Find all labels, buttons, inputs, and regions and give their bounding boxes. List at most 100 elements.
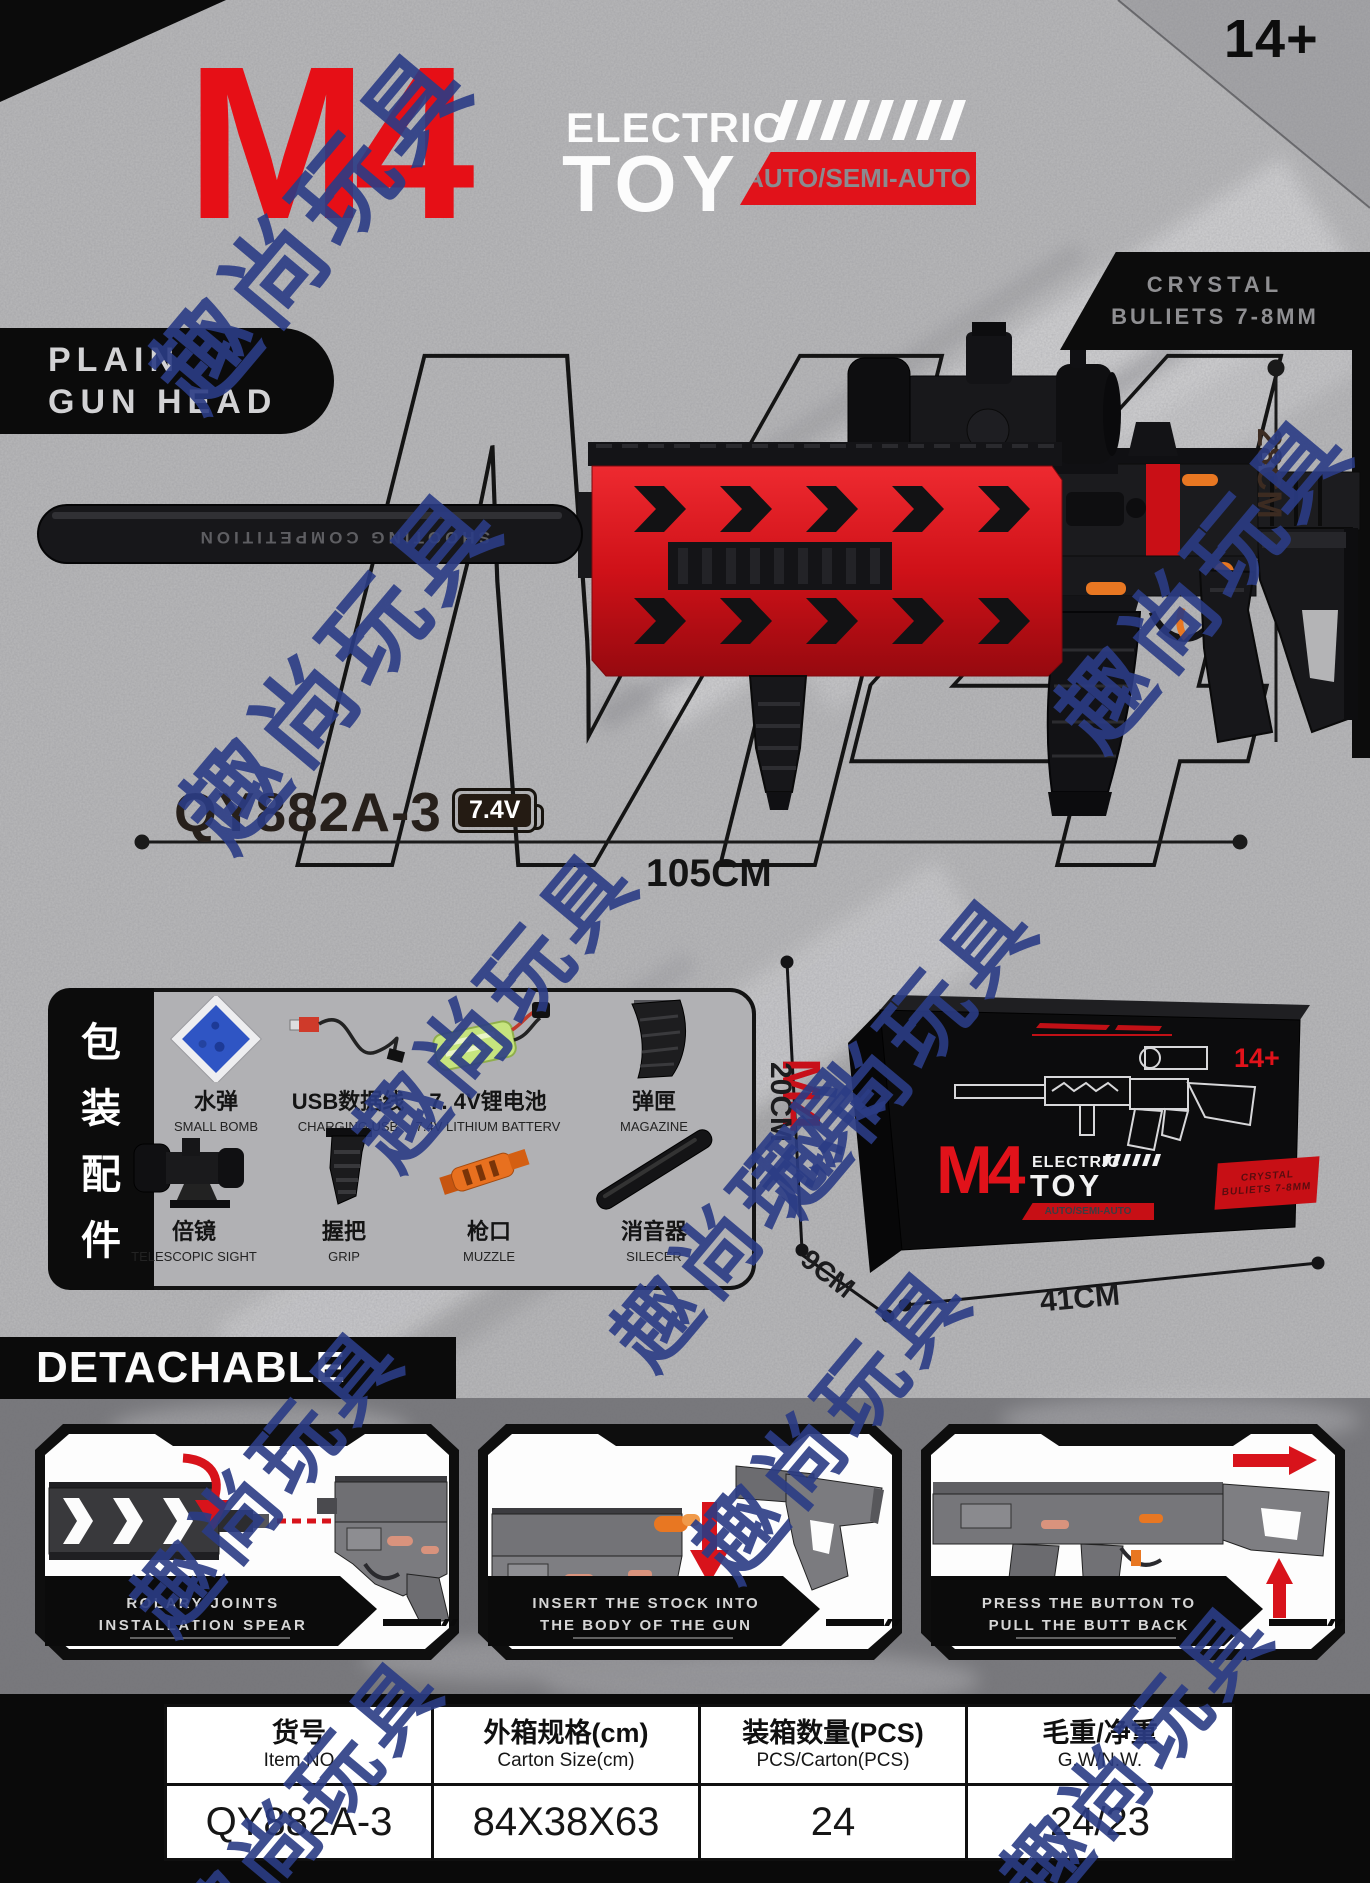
panel3-caption-line1: PRESS THE BUTTON TO [982,1595,1196,1612]
handguard-chevrons [634,486,1030,644]
accessory-telescopic-sight: 倍镜 TELESCOPIC SIGHT [118,1126,270,1264]
accessory-label-zh: 7. 4V锂电池 [429,1089,547,1114]
accessories-title: 包装配件 [81,1021,121,1263]
battery-badge: 7.4V [452,788,545,833]
auto-semi-auto-label: AUTO/SEMI-AUTO [745,163,971,193]
header-carton-size-en: Carton Size(cm) [497,1750,635,1771]
box-width-dimension: 41CM [1038,1278,1122,1319]
silencer-text: SHOOTING COMPETITION [197,528,490,547]
box-logo-m4: M4 [936,1132,1025,1208]
age-badge: 14+ [1224,9,1319,69]
box-logo-electric: ELECTRIC [1032,1154,1120,1171]
box-dimension-lines [780,955,1325,1323]
muzzle-icon [439,1149,530,1195]
accessory-label-en: MUZZLE [463,1249,515,1264]
box-top-red-marks [1032,1023,1172,1036]
header-gw-nw-en: G.W/N.W. [1057,1750,1143,1771]
grip-icon [326,1128,372,1205]
accessory-muzzle: 枪口 MUZZLE [413,1126,565,1264]
lithium-battery-icon [432,1002,550,1071]
accessory-label-en: SILECER [626,1249,682,1264]
accessory-label-en: SMALL BOMB [173,1119,259,1134]
accessory-grip: 握把 GRIP [268,1126,420,1264]
accessory-magazine: 弹匣 MAGAZINE [578,996,730,1134]
accessory-charging-usb: USB数据线 CHARGING USB [272,996,424,1134]
box-logo-toy: TOY [1030,1168,1103,1203]
accessory-label-en: MAGAZINE [620,1119,688,1134]
height-dimension: 28CM [1250,428,1288,519]
panel2-caption-line2: THE BODY OF THE GUN [540,1617,752,1634]
box-corner-line2: BULIETS 7-8MM [1221,1180,1312,1199]
magazine-icon [631,999,687,1079]
panel2-caption-line1: INSERT THE STOCK INTO [532,1595,759,1612]
battery-tip-icon [534,804,545,830]
header-gw-nw-zh: 毛重/净重 [1042,1718,1158,1748]
header-carton-size-zh: 外箱规格(cm) [483,1718,649,1748]
logo-electric: ELECTRIC [566,104,784,151]
detachable-title-bar: DETACHABLE [0,1337,456,1399]
accessory-label-en: GRIP [328,1249,360,1264]
accessory-label-zh: 枪口 [466,1219,511,1244]
box-auto-banner-label: AUTO/SEMI-AUTO [1044,1206,1132,1217]
box-gun-lineart [954,1046,1257,1152]
gun: SHOOTING COMPETITION [37,322,1361,816]
detachable-title: DETACHABLE [36,1343,346,1392]
value-item-no: QY882A-3 [164,1783,434,1861]
plain-line1: PLAIN [48,341,180,379]
detachable-panel-2: INSERT THE STOCK INTO THE BODY OF THE GU… [478,1424,902,1660]
plain-line2: GUN HEAD [48,383,278,421]
accessory-label-zh: 水弹 [193,1089,238,1114]
accessory-label-zh: 弹匣 [631,1089,676,1114]
auto-semi-auto-banner: AUTO/SEMI-AUTO [740,152,976,205]
spec-table-data-row: QY882A-3 84X38X63 24 24/23 [164,1783,1235,1861]
accessory-silencer: 消音器 SILECER [578,1126,730,1264]
detachable-panel-1: ROLARY JOINTS INSTALLATION SPEAR [35,1424,459,1660]
logo-m4: M4 [186,22,475,265]
accessory-label-zh: 消音器 [620,1219,687,1244]
value-pcs: 24 [698,1783,968,1861]
length-dimension: 105CM [646,852,772,895]
accessory-label-en: TELESCOPIC SIGHT [131,1249,257,1264]
header-item-no: 货号 Item NO [164,1704,434,1786]
header-carton-size: 外箱规格(cm) Carton Size(cm) [431,1704,701,1786]
plain-gun-head-label: PLAIN GUN HEAD [0,328,334,434]
header-item-no-zh: 货号 [272,1718,326,1748]
box-auto-banner: AUTO/SEMI-AUTO [1022,1203,1154,1220]
crystal-bullets-badge: CRYSTAL BULIETS 7-8MM [1060,252,1370,350]
header-pcs-zh: 装箱数量(PCS) [742,1718,924,1748]
panel1-caption-line1: ROLARY JOINTS [126,1595,279,1612]
spec-table: 货号 Item NO 外箱规格(cm) Carton Size(cm) 装箱数量… [164,1704,1235,1861]
accessory-label-zh: USB数据线 [291,1089,405,1114]
box-height-dimension: 20CM [764,1062,797,1143]
logo-toy: TOY [562,139,741,228]
charging-usb-icon [289,1017,406,1063]
crystal-line2: BULIETS 7-8MM [1111,304,1319,329]
header-gw-nw: 毛重/净重 G.W/N.W. [965,1704,1235,1786]
box-age-badge: 14+ [1234,1043,1280,1073]
box-corner-label: CRYSTAL BULIETS 7-8MM [1214,1156,1320,1210]
header-pcs-en: PCS/Carton(PCS) [756,1750,910,1771]
hero-gun-illustration: M4 [37,280,1370,900]
corner-top-left [0,0,226,102]
accessory-small-bomb: 水弹 SMALL BOMB [140,996,292,1134]
accessory-label-en: CHARGING USB [297,1119,399,1134]
accessory-label-en: 7.4V LITHIUM BATTERV [415,1119,561,1134]
accessory-label-zh: 倍镜 [171,1219,216,1244]
panel3-caption-line2: PULL THE BUTT BACK [989,1617,1190,1634]
battery-voltage: 7.4V [458,794,532,827]
telescopic-sight-icon [133,1138,244,1208]
accessory-label-zh: 握把 [321,1219,366,1244]
header-item-no-en: Item NO [263,1750,335,1771]
detachable-panel-3: PRESS THE BUTTON TO PULL THE BUTT BACK [921,1424,1345,1660]
hazard-stripes-icon [772,100,966,140]
panel1-caption-line2: INSTALLATION SPEAR [99,1617,308,1634]
spec-table-header-row: 货号 Item NO 外箱规格(cm) Carton Size(cm) 装箱数量… [164,1704,1235,1786]
value-carton-size: 84X38X63 [431,1783,701,1861]
accessories-title-bar [48,988,154,1290]
package-box-illustration [780,955,1325,1323]
silencer-icon [596,1129,713,1210]
box-hazard-stripes-icon [1102,1154,1161,1166]
panel1-illustration [48,1453,450,1625]
small-bomb-icon [170,996,262,1082]
